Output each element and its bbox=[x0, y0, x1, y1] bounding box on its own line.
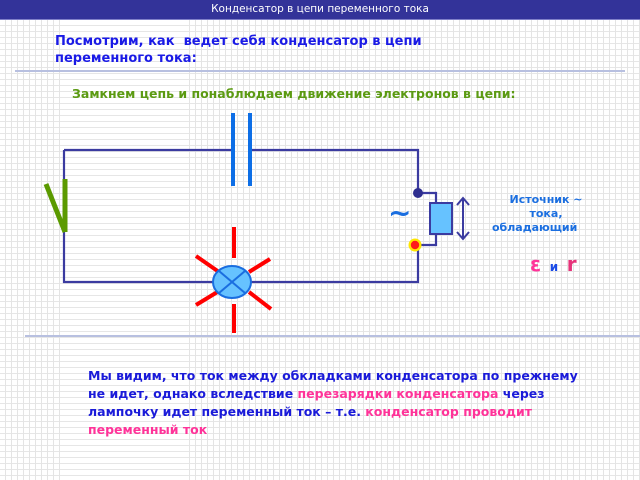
terminal-top bbox=[413, 188, 423, 198]
slide-title: Конденсатор в цепи переменного тока bbox=[211, 3, 429, 15]
subheading: Замкнем цепь и понаблюдаем движение элек… bbox=[72, 86, 516, 101]
wires bbox=[62, 148, 438, 284]
conclusion-part-1: Мы видим, что ток между обкладками конде… bbox=[88, 368, 578, 401]
heading-line-1: Посмотрим, как ведет себя конденсатор в … bbox=[55, 34, 422, 49]
source-label-line-1: Источник ~ bbox=[509, 193, 583, 206]
source-label-line-3: обладающий bbox=[492, 221, 578, 234]
resistance-symbol: r bbox=[566, 252, 577, 276]
heading: Посмотрим, как ведет себя конденсатор в … bbox=[55, 33, 475, 67]
conclusion-text: Мы видим, что ток между обкладками конде… bbox=[88, 367, 588, 439]
conclusion-highlight-1: перезарядки конденсатора bbox=[297, 386, 499, 401]
conclusion-highlight-2: конденсатор проводит переменный ток bbox=[88, 404, 532, 437]
terminal-bottom bbox=[410, 240, 420, 250]
conclusion-part-2: через лампочку идет переменный ток – т.е… bbox=[88, 386, 545, 419]
title-bar: Конденсатор в цепи переменного тока bbox=[0, 0, 640, 20]
emf-symbol: ε bbox=[530, 252, 542, 276]
and-text: и bbox=[549, 260, 559, 274]
top-divider bbox=[15, 70, 625, 72]
source-label-line-2: тока, bbox=[529, 207, 563, 220]
lamp-icon bbox=[212, 265, 252, 299]
grid-background-left bbox=[0, 20, 62, 480]
heading-line-2: переменного тока: bbox=[55, 51, 197, 66]
capacitor-icon bbox=[231, 113, 252, 186]
lamp-rays bbox=[194, 227, 273, 333]
source-label: Источник ~ тока, обладающий bbox=[486, 193, 606, 235]
emf-and-resistance: ε и r bbox=[530, 252, 577, 276]
ac-symbol: ~ bbox=[388, 196, 412, 229]
ac-source-icon bbox=[429, 202, 453, 235]
double-arrow-icon bbox=[456, 196, 470, 241]
switch-icon bbox=[43, 179, 68, 233]
middle-divider bbox=[25, 335, 640, 337]
